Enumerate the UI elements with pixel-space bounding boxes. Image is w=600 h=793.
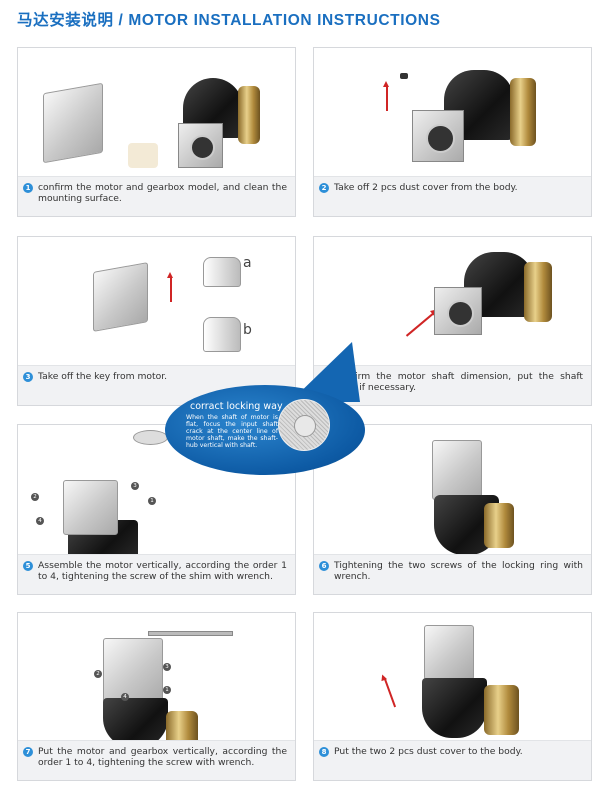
motor-image <box>432 440 482 500</box>
shaft-diagram-image <box>278 399 330 451</box>
gearbox-ring <box>484 503 514 548</box>
red-arrow-icon <box>383 678 396 708</box>
step-7-panel: 1 2 3 4 7 Put the motor and gearbox verti… <box>17 612 296 781</box>
order-marker: 2 <box>31 493 39 501</box>
step-caption: 1 confirm the motor and gearbox model, an… <box>18 176 295 216</box>
step-number: 7 <box>23 747 33 757</box>
step-2-image <box>314 48 591 176</box>
order-marker: 1 <box>163 686 171 694</box>
step-text: Take off the key from motor. <box>38 371 168 382</box>
key-a-image <box>203 257 241 287</box>
step-6-image <box>314 425 591 554</box>
red-arrow-icon <box>405 312 434 337</box>
gearbox-ring <box>524 262 552 322</box>
red-arrow-icon <box>383 81 389 111</box>
step-8-image <box>314 613 591 740</box>
step-number: 3 <box>23 372 33 382</box>
step-text: Put the two 2 pcs dust cover to the body… <box>334 746 523 757</box>
step-1-panel: 1 confirm the motor and gearbox model, an… <box>17 47 296 217</box>
gearbox-image <box>103 698 168 740</box>
key-image <box>128 143 158 168</box>
order-marker: 1 <box>148 497 156 505</box>
step-number: 4 <box>319 372 329 382</box>
gearbox-flange <box>412 110 464 162</box>
gearbox-ring <box>484 685 519 735</box>
callout-text: When the shaft of motor is flat, focus t… <box>186 414 278 449</box>
gearbox-flange <box>178 123 223 168</box>
label-a: a <box>243 255 252 271</box>
gearbox-flange <box>434 287 482 335</box>
step-3-panel: a b 3 Take off the key from motor. <box>17 236 296 406</box>
step-5-panel: 1 2 3 4 5 Assemble the motor vertically, … <box>17 424 296 595</box>
order-marker: 4 <box>36 517 44 525</box>
red-arrow-icon <box>167 272 173 302</box>
dust-cover-image <box>400 73 408 79</box>
step-3-image: a b <box>18 237 295 365</box>
order-marker: 4 <box>121 693 129 701</box>
step-number: 1 <box>23 183 33 193</box>
step-4-panel: 4 Confirm the motor shaft dimension, put … <box>313 236 592 406</box>
order-marker: 3 <box>163 663 171 671</box>
motor-image <box>424 625 474 680</box>
step-4-image <box>314 237 591 365</box>
callout-bubble <box>165 385 365 475</box>
wrench-image <box>148 631 233 636</box>
gearbox-ring <box>166 711 198 740</box>
step-caption: 4 Confirm the motor shaft dimension, put … <box>314 365 591 405</box>
gearbox-image <box>422 678 487 738</box>
step-text: Take off 2 pcs dust cover from the body. <box>334 182 518 193</box>
label-b: b <box>243 322 252 338</box>
step-number: 8 <box>319 747 329 757</box>
step-text: Confirm the motor shaft dimension, put t… <box>334 371 583 393</box>
step-caption: 7 Put the motor and gearbox vertically, a… <box>18 740 295 780</box>
step-5-image: 1 2 3 4 <box>18 425 295 554</box>
step-text: Assemble the motor vertically, according… <box>38 560 287 582</box>
step-text: Tightening the two screws of the locking… <box>334 560 583 582</box>
step-number: 5 <box>23 561 33 571</box>
step-text: confirm the motor and gearbox model, and… <box>38 182 287 204</box>
step-number: 2 <box>319 183 329 193</box>
step-text: Put the motor and gearbox vertically, ac… <box>38 746 287 768</box>
step-caption: 6 Tightening the two screws of the lockin… <box>314 554 591 594</box>
gearbox-ring <box>510 78 536 146</box>
shim-image <box>133 430 168 445</box>
motor-image <box>103 638 163 703</box>
step-6-panel: 6 Tightening the two screws of the lockin… <box>313 424 592 595</box>
motor-image <box>93 262 148 332</box>
callout-title: corract locking way <box>190 401 283 412</box>
motor-image <box>43 82 103 164</box>
step-number: 6 <box>319 561 329 571</box>
gearbox-ring <box>238 86 260 144</box>
step-caption: 2 Take off 2 pcs dust cover from the body… <box>314 176 591 216</box>
page-title: 马达安装说明 / MOTOR INSTALLATION INSTRUCTIONS <box>17 12 441 29</box>
key-b-image <box>203 317 241 352</box>
step-caption: 5 Assemble the motor vertically, accordin… <box>18 554 295 594</box>
order-marker: 2 <box>94 670 102 678</box>
step-1-image <box>18 48 295 176</box>
step-caption: 8 Put the two 2 pcs dust cover to the bod… <box>314 740 591 780</box>
step-2-panel: 2 Take off 2 pcs dust cover from the body… <box>313 47 592 217</box>
step-7-image: 1 2 3 4 <box>18 613 295 740</box>
motor-image <box>63 480 118 535</box>
order-marker: 3 <box>131 482 139 490</box>
step-8-panel: 8 Put the two 2 pcs dust cover to the bod… <box>313 612 592 781</box>
